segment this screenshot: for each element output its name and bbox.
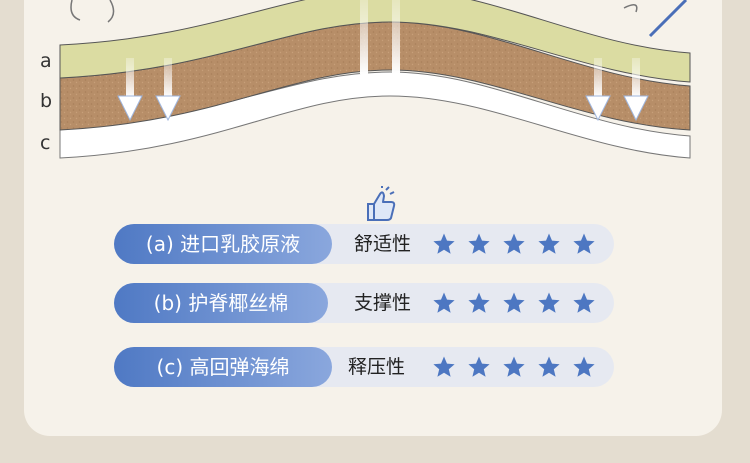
star-icon <box>468 233 490 254</box>
star-icon <box>503 292 525 313</box>
star-icon <box>573 233 595 254</box>
star-icon <box>433 356 455 377</box>
rating-row: (c) 高回弹海绵 释压性 <box>114 347 614 387</box>
star-icon <box>503 356 525 377</box>
down-arrow-icon <box>117 58 143 122</box>
layer-c-shape <box>59 71 691 159</box>
down-arrow-icon <box>155 58 181 122</box>
thumbs-up-icon <box>367 186 396 221</box>
material-pill: (c) 高回弹海绵 <box>114 347 332 387</box>
layer-label-a: a <box>40 50 52 72</box>
pressure-line <box>392 0 400 74</box>
star-icon <box>433 233 455 254</box>
star-icon <box>468 356 490 377</box>
layer-a-shape <box>59 0 691 83</box>
star-icon <box>538 233 560 254</box>
rating-row: (a) 进口乳胶原液 舒适性 <box>114 224 614 264</box>
star-icon <box>468 292 490 313</box>
star-rating <box>432 224 596 264</box>
star-icon <box>573 292 595 313</box>
metric-label: 支撑性 <box>354 292 412 314</box>
layer-label-c: c <box>40 132 51 154</box>
material-pill: (b) 护脊椰丝棉 <box>114 283 328 323</box>
mattress-layer-diagram <box>59 0 691 159</box>
layer-label-b: b <box>40 90 53 112</box>
star-icon <box>433 292 455 313</box>
down-arrow-icon <box>585 58 611 122</box>
metric-label: 释压性 <box>348 356 406 378</box>
star-icon <box>538 356 560 377</box>
down-arrow-icon <box>623 58 649 122</box>
pressure-line <box>360 0 368 74</box>
star-icon <box>573 356 595 377</box>
star-icon <box>538 292 560 313</box>
rating-row: (b) 护脊椰丝棉 支撑性 <box>114 283 614 323</box>
star-icon <box>503 233 525 254</box>
material-pill: (a) 进口乳胶原液 <box>114 224 332 264</box>
metric-label: 舒适性 <box>354 233 412 255</box>
star-rating <box>432 347 596 387</box>
star-rating <box>432 283 596 323</box>
